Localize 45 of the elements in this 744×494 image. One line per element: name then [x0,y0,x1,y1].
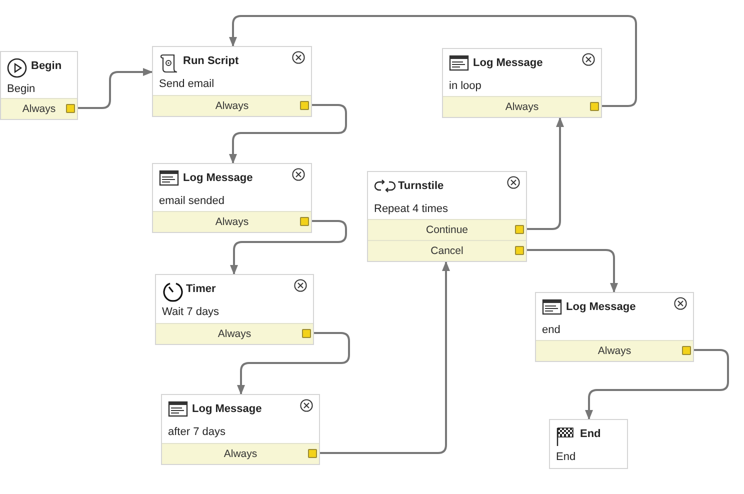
outcome-row: Always [536,340,693,361]
card-title: Log Message [566,301,636,313]
card-title: Timer [186,283,216,295]
activity-card [549,419,628,469]
card-title: Run Script [183,55,239,67]
card-description: end [542,324,560,336]
activity-card [367,171,527,262]
card-title: Log Message [473,57,543,69]
outcome-row: Always [153,211,311,232]
card-title: Log Message [183,172,253,184]
outcome-row: Always [156,323,313,344]
connector-arrow [527,117,564,230]
connector-arrow [229,104,347,164]
activity-card [0,51,78,120]
outcome-row: Continue [368,219,526,240]
card-description: after 7 days [168,426,226,438]
activity-card [152,46,312,117]
connector-arrow [78,68,153,109]
card-title: Turnstile [398,180,444,192]
card-description: in loop [449,80,482,92]
card-title: Log Message [192,403,262,415]
card-description: email sended [159,195,224,207]
card-description: Repeat 4 times [374,203,448,215]
card-title: Begin [31,60,62,72]
outcome-row: Always [1,98,77,119]
outcome-row: Cancel [368,240,526,261]
card-description: Begin [7,83,36,95]
connector-arrow [229,15,637,107]
outcome-row: Always [162,443,319,464]
card-title: End [580,428,601,440]
activity-card [442,48,602,118]
connector-arrow [585,349,729,420]
card-description: End [556,451,576,463]
connector-arrow [230,220,347,275]
connector-arrow [237,332,350,395]
activity-card [535,292,694,362]
card-description: Wait 7 days [162,306,220,318]
connector-arrow [320,261,450,454]
connector-arrow [527,249,618,293]
outcome-row: Always [153,95,311,116]
activity-card [155,274,314,345]
activity-card [152,163,312,233]
activity-card [161,394,320,465]
outcome-row: Always [443,96,601,117]
card-description: Send email [159,78,214,90]
